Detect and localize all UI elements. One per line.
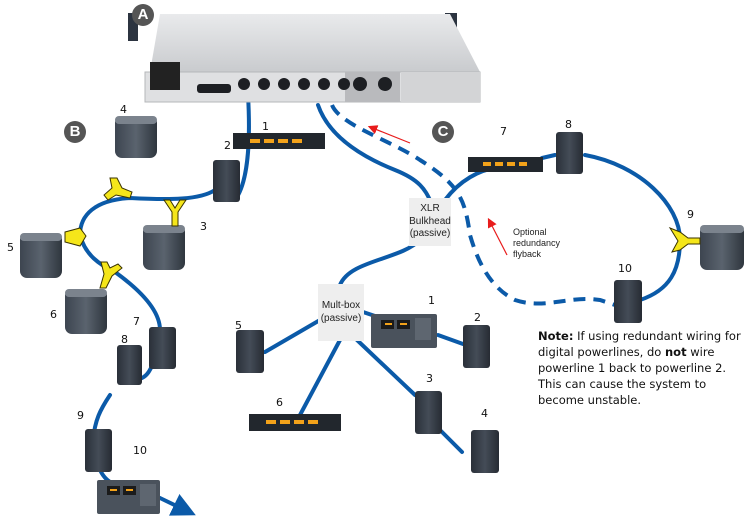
note-emphasis: not (665, 345, 687, 359)
pack-m2 (463, 325, 490, 368)
section-b-badge: B (64, 121, 86, 143)
m-label-3: 3 (426, 372, 433, 385)
pack-b8 (117, 345, 142, 385)
main-station-rack-unit (128, 13, 481, 103)
cable-mb-3 (355, 338, 417, 397)
beltpack-b5 (20, 233, 62, 278)
y-splitters (64, 177, 701, 289)
desktop-station-m1 (371, 314, 437, 348)
cables (77, 93, 683, 516)
pack-b7 (149, 327, 176, 369)
m-label-6: 6 (276, 396, 283, 409)
flyback-arrow-top (367, 125, 411, 144)
m-label-2: 2 (474, 311, 481, 324)
splitter-b6 (99, 261, 123, 289)
splitter-b5 (64, 227, 87, 247)
keypanel-b1 (233, 133, 325, 149)
note-part1: If using redundant wiring for digital po… (538, 329, 741, 359)
beltpack-c9 (700, 225, 744, 270)
cable-mb-6 (298, 338, 342, 417)
pack-m5 (236, 330, 264, 373)
desktop-station-b10 (97, 480, 160, 514)
tall-packs (85, 132, 642, 473)
redundancy-note: Note: If using redundant wiring for digi… (538, 328, 746, 408)
b-label-2: 2 (224, 139, 231, 152)
b-label-9: 9 (77, 409, 84, 422)
beltpack-b6 (65, 289, 107, 334)
b-label-8: 8 (121, 333, 128, 346)
multbox-box: Mult-box (passive) (318, 284, 364, 341)
keypanel-c7 (468, 157, 543, 172)
c-label-7: 7 (500, 125, 507, 138)
cable-rack-to-bulkhead (316, 103, 432, 202)
cable-c-7-8 (540, 153, 557, 160)
cable-mb-2 (436, 333, 465, 346)
b-label-1: 1 (262, 120, 269, 133)
cable-redundancy-flyback (330, 104, 616, 307)
m-label-4: 4 (481, 407, 488, 420)
keypanel-m6 (249, 414, 341, 431)
m-label-5: 5 (235, 319, 242, 332)
splitter-c9 (668, 226, 701, 253)
pack-c8 (556, 132, 583, 174)
section-a-badge: A (132, 4, 154, 26)
m-label-1: 1 (428, 294, 435, 307)
pack-m3 (415, 391, 442, 434)
beltpack-b3 (143, 225, 185, 270)
pack-c10 (614, 280, 642, 323)
b-label-5: 5 (7, 241, 14, 254)
splitter-b3 (163, 199, 187, 227)
b-label-3: 3 (200, 220, 207, 233)
cable-c-ring (583, 153, 683, 302)
b-label-10: 10 (133, 444, 147, 457)
section-c-badge: C (432, 121, 454, 143)
note-lead: Note: (538, 329, 574, 343)
flyback-arrow-mid (487, 217, 508, 256)
cable-bulkhead-to-multbox (338, 238, 422, 287)
xlr-bulkhead-box: XLR Bulkhead (passive) (409, 198, 451, 246)
flyback-annotation: Optional redundancy flyback (513, 227, 561, 259)
splitter-b4 (103, 177, 133, 201)
pack-b2 (213, 160, 240, 202)
b-label-6: 6 (50, 308, 57, 321)
cable-b-out (158, 493, 196, 516)
cable-mb-5 (263, 318, 322, 354)
pack-b9 (85, 429, 112, 472)
c-label-10: 10 (618, 262, 632, 275)
pack-m4 (471, 430, 499, 473)
b-label-7: 7 (133, 315, 140, 328)
beltpack-b4 (115, 116, 157, 158)
c-label-9: 9 (687, 208, 694, 221)
b-label-4: 4 (120, 103, 127, 116)
note-part2: wire powerline 1 back to powerline 2. Th… (538, 345, 727, 407)
c-label-8: 8 (565, 118, 572, 131)
